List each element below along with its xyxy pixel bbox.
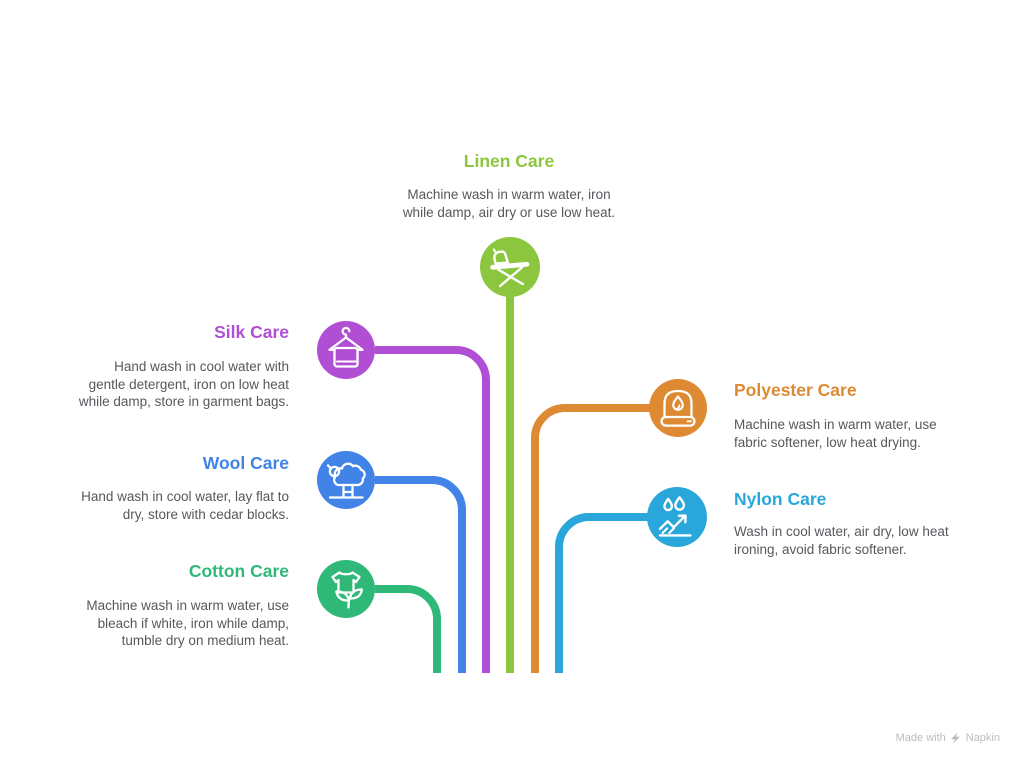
silk-connector-line [375, 346, 490, 673]
sheep-icon [326, 462, 366, 499]
cotton-care-title: Cotton Care [188, 561, 289, 581]
folded-fabric-icon [660, 389, 696, 427]
cotton-care-node [317, 560, 375, 618]
linen-care-node [480, 237, 540, 297]
nylon-care-node [647, 487, 707, 547]
watermark-brand: Napkin [965, 732, 1000, 744]
nylon-connector-line [555, 513, 649, 673]
napkin-logo-icon [950, 732, 960, 744]
water-repellent-icon [658, 496, 692, 537]
polyester-care-title: Polyester Care [734, 380, 857, 400]
wool-connector-line [375, 476, 466, 673]
cotton-connector-line [375, 585, 441, 673]
made-with-napkin-link[interactable]: Made with Napkin [896, 732, 1000, 744]
watermark-prefix: Made with [895, 732, 946, 744]
polyester-connector-line [531, 404, 651, 673]
shirt-sprout-icon [331, 571, 363, 609]
linen-care-title: Linen Care [463, 151, 555, 171]
polyester-care-node [649, 379, 707, 437]
nylon-care-title: Nylon Care [734, 489, 827, 509]
wool-care-node [317, 451, 375, 509]
ironing-board-icon [490, 248, 530, 288]
silk-care-node [317, 321, 375, 379]
silk-care-title: Silk Care [214, 322, 289, 342]
wool-care-title: Wool Care [202, 453, 289, 473]
hanger-icon [328, 326, 364, 368]
